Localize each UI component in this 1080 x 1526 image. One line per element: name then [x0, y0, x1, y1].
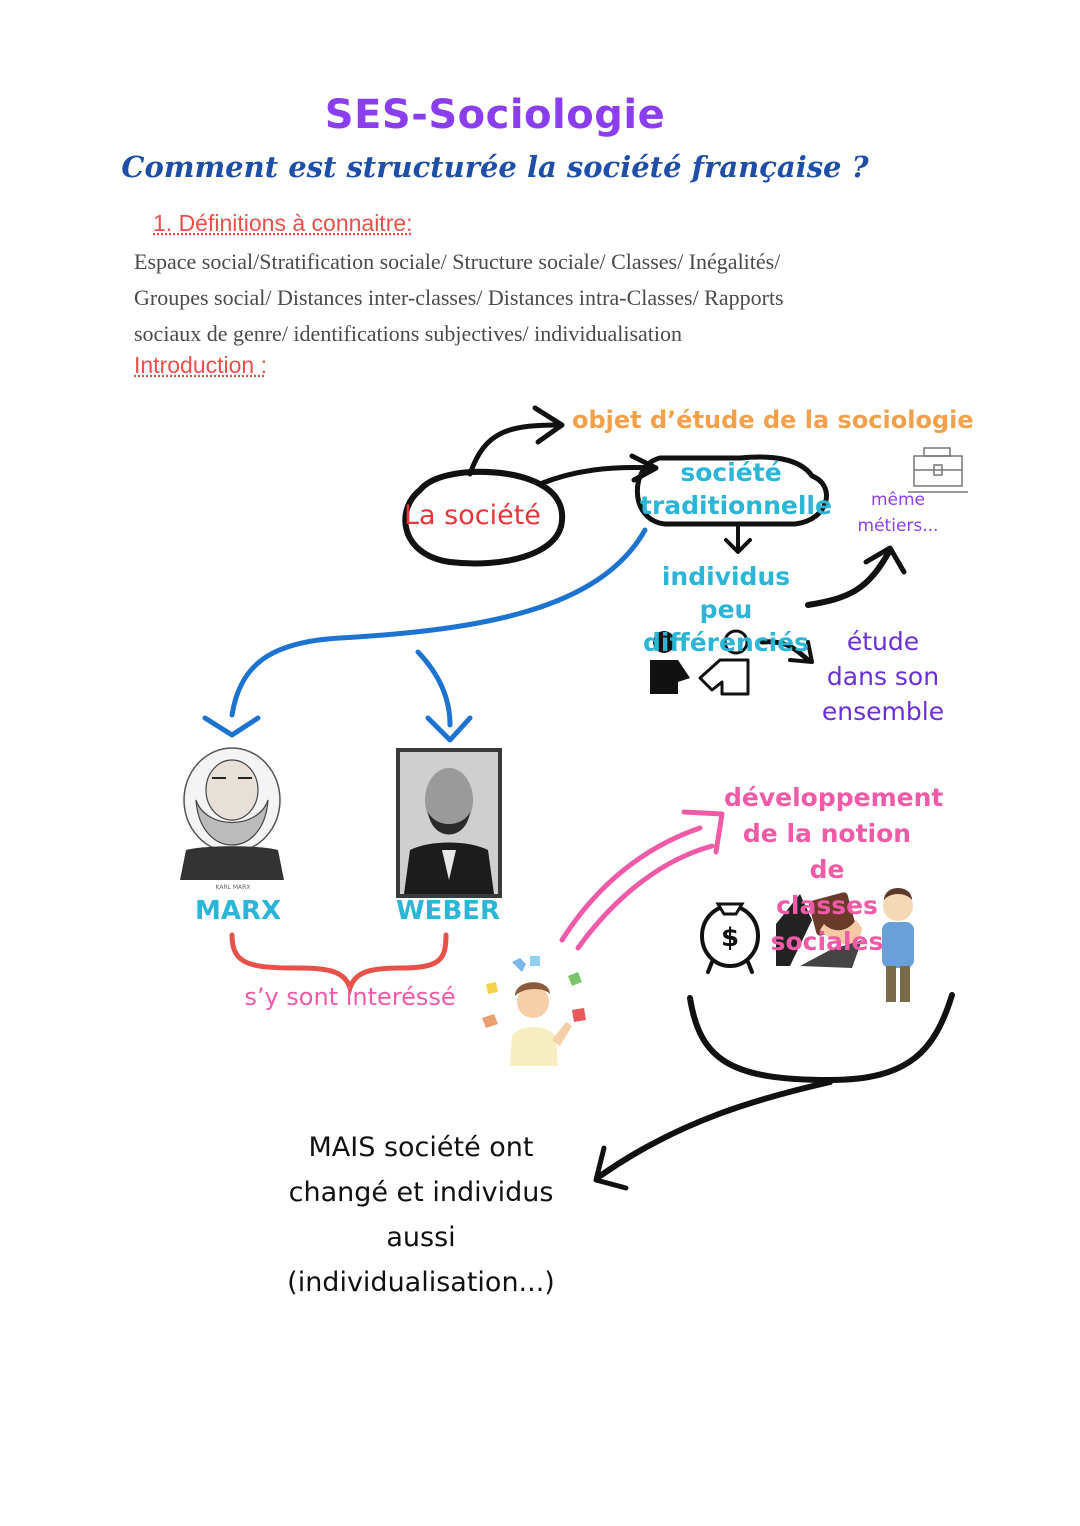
label-meme-metiers: même métiers... [850, 487, 946, 539]
label-marx: MARX [194, 896, 282, 926]
label-developpement: développement de la notion de classes so… [724, 780, 944, 960]
pink-arrow-head [681, 809, 725, 855]
label-line: traditionnelle [640, 491, 832, 520]
thinking-person-icon [482, 956, 586, 1066]
office-sketch-icon [908, 447, 968, 493]
pink-arrow-2 [575, 843, 715, 951]
red-brace [229, 932, 449, 997]
black-arrow-to-mais [597, 1079, 833, 1179]
label-line: différenciés [643, 628, 809, 657]
svg-text:$: $ [721, 923, 739, 953]
label-individus: individus peu différenciés [640, 560, 812, 659]
marx-portrait-caption: KARL MARX [215, 884, 251, 891]
blue-arrow-head-weber [425, 715, 473, 743]
definitions-line: Groupes social/ Distances inter-classes/… [134, 285, 784, 310]
label-line: même [870, 490, 926, 510]
label-line: métiers... [857, 516, 939, 536]
black-arrow-head-mais [593, 1145, 629, 1191]
label-objet-etude: objet d’étude de la sociologie [572, 406, 974, 434]
label-line: classes sociales [770, 891, 884, 956]
money-bag-icon: $ [700, 902, 760, 974]
label-line: société [680, 458, 782, 487]
standing-man-icon [882, 888, 914, 1002]
page-subtitle: Comment est structurée la société frança… [121, 150, 869, 184]
label-interesse: s’y sont interéssé [244, 983, 456, 1011]
section-heading-introduction: Introduction : [134, 352, 267, 378]
weber-portrait-icon [396, 748, 502, 898]
label-line: développement [724, 783, 944, 812]
handshake-icon [650, 629, 750, 696]
definitions-line: Espace social/Stratification sociale/ St… [134, 249, 781, 274]
section-heading-definitions: 1. Définitions à connaitre: [153, 210, 413, 236]
definitions-list: Espace social/Stratification sociale/ St… [134, 244, 934, 352]
label-line: (individualisation...) [287, 1267, 555, 1298]
label-line: dans son [826, 662, 940, 691]
arrow-to-traditionnelle [537, 465, 658, 487]
label-la-societe: La société [404, 500, 541, 531]
label-weber: WEBER [396, 896, 501, 926]
label-line: changé et individus [288, 1177, 554, 1208]
blue-arrow-head-marx [202, 715, 261, 738]
pink-arrow [559, 825, 703, 943]
arrow-head-metiers [863, 545, 907, 575]
label-line: MAIS société ont [308, 1132, 534, 1163]
marx-portrait-icon [180, 747, 284, 880]
blue-arrow-main [229, 527, 648, 718]
arrow-head-etude [788, 640, 814, 664]
arrow-to-metiers [805, 547, 893, 608]
label-line: aussi [386, 1222, 456, 1253]
label-line: ensemble [821, 697, 945, 726]
wallet-hand-icon [776, 892, 862, 968]
blue-arrow-branch-weber [415, 649, 453, 728]
label-line: de la notion de [742, 819, 912, 884]
label-societe-traditionnelle: société traditionnelle [640, 456, 832, 522]
arrow-head-objet [532, 405, 565, 445]
definitions-line: sociaux de genre/ identifications subjec… [134, 321, 683, 346]
page-title: SES-Sociologie [324, 92, 666, 138]
label-etude-ensemble: étude dans son ensemble [820, 624, 946, 729]
arrow-to-objet [467, 422, 563, 477]
black-curve [687, 992, 955, 1084]
label-line: étude [846, 627, 920, 656]
arrow-head-individus [724, 538, 752, 554]
label-line: individus peu [661, 562, 791, 624]
arrow-to-etude [759, 639, 811, 663]
label-mais-societe: MAIS société ont changé et individus aus… [276, 1125, 566, 1305]
traditionnelle-bubble [634, 454, 829, 527]
